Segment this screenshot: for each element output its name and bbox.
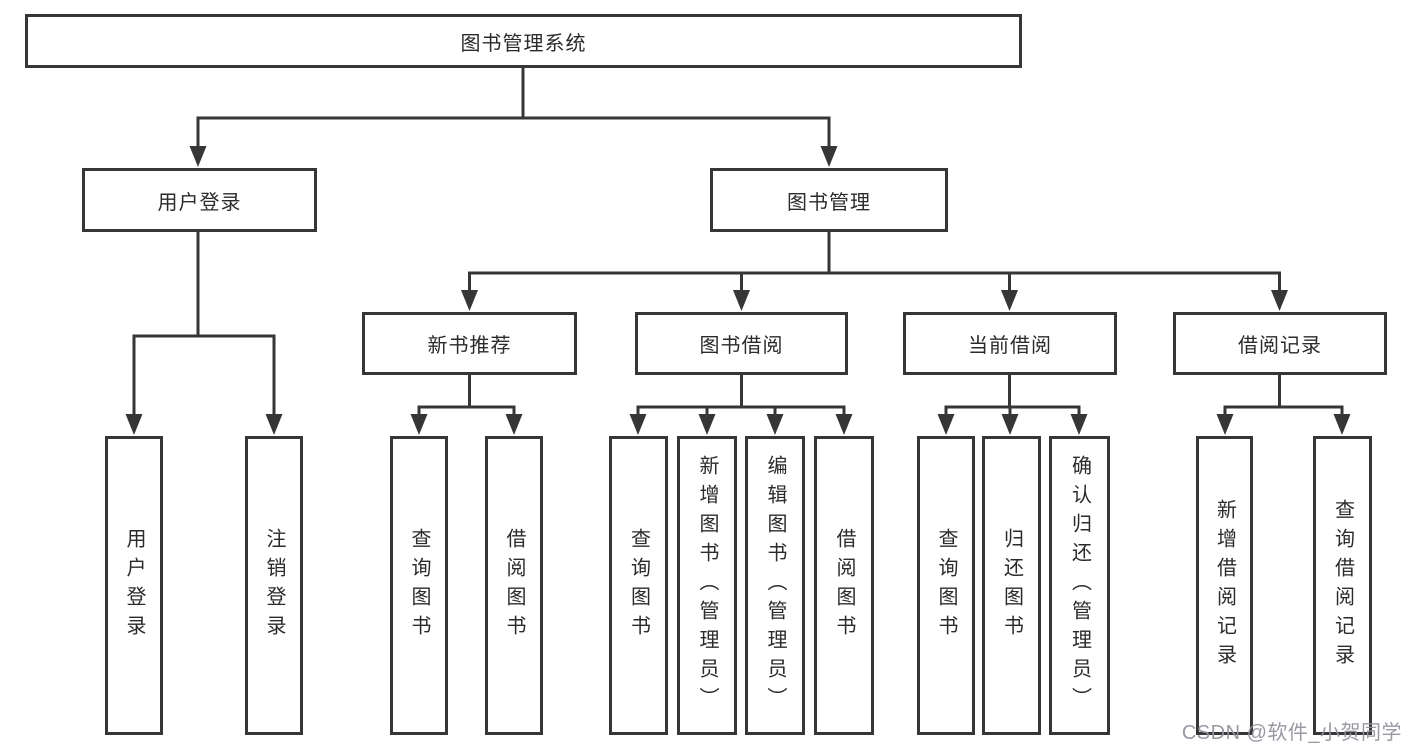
leaf-records-query-record: 查询借阅记录 (1313, 436, 1372, 735)
csdn-watermark: CSDN @软件_小贺同学 (1181, 722, 1402, 744)
leaf-borrow-add-books-admin: 新增图书（管理员） (677, 436, 737, 735)
leaf-borrow-borrow-books: 借阅图书 (814, 436, 874, 735)
leaf-current-return-books: 归还图书 (982, 436, 1041, 735)
leaf-borrow-query-books: 查询图书 (609, 436, 668, 735)
leaf-records-add-record: 新增借阅记录 (1196, 436, 1253, 735)
leaf-current-confirm-return-admin: 确认归还（管理员） (1049, 436, 1110, 735)
leaf-recommend-query-books: 查询图书 (390, 436, 448, 735)
leaf-current-query-books: 查询图书 (917, 436, 975, 735)
node-user-login: 用户登录 (82, 168, 317, 232)
node-book-borrow: 图书借阅 (635, 312, 848, 375)
leaf-recommend-borrow-books: 借阅图书 (485, 436, 543, 735)
leaf-user-login: 用户登录 (105, 436, 163, 735)
node-borrow-records: 借阅记录 (1173, 312, 1387, 375)
node-current-borrow: 当前借阅 (903, 312, 1117, 375)
leaf-logout: 注销登录 (245, 436, 303, 735)
node-book-management: 图书管理 (710, 168, 948, 232)
node-new-book-recommend: 新书推荐 (362, 312, 577, 375)
node-root: 图书管理系统 (25, 14, 1022, 68)
leaf-borrow-edit-books-admin: 编辑图书（管理员） (745, 436, 805, 735)
